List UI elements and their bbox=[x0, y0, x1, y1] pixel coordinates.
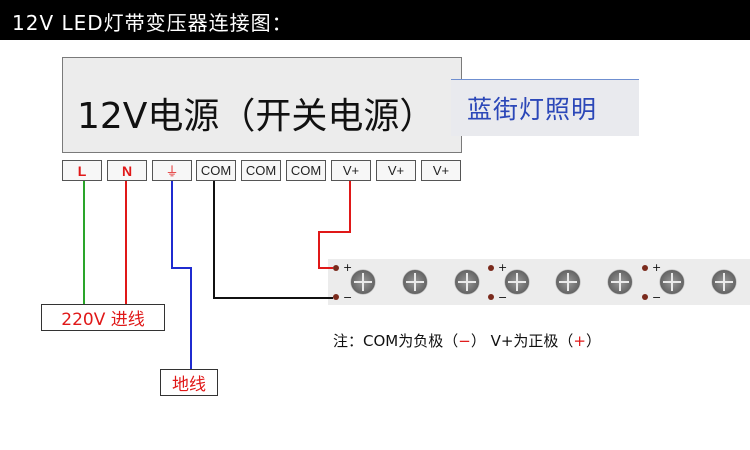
diagram-title: 12V LED灯带变压器连接图： bbox=[12, 11, 293, 35]
terminal-l: L bbox=[62, 160, 102, 181]
plus-sign: + bbox=[652, 261, 662, 274]
terminal-ground: ⏚ bbox=[152, 160, 192, 181]
ground-wire bbox=[171, 181, 192, 370]
terminal-com-3: COM bbox=[286, 160, 326, 181]
led-chip bbox=[660, 270, 684, 294]
led-chip bbox=[556, 270, 580, 294]
note-suffix: ） bbox=[586, 332, 602, 350]
solder-pad-positive bbox=[488, 265, 494, 271]
solder-pad-negative bbox=[642, 294, 648, 300]
led-chip bbox=[351, 270, 375, 294]
power-supply-label: 12V电源（开关电源） bbox=[77, 96, 436, 137]
led-chip bbox=[455, 270, 479, 294]
terminal-vplus-2: V+ bbox=[376, 160, 416, 181]
polarity-note: 注：COM为负极（−） V+为正极（+） bbox=[333, 330, 601, 351]
solder-pad-positive bbox=[333, 265, 339, 271]
led-chip bbox=[712, 270, 736, 294]
minus-sign: − bbox=[343, 291, 353, 304]
plus-sign: + bbox=[343, 261, 353, 274]
terminal-n: N bbox=[107, 160, 147, 181]
watermark: 蓝街灯照明 bbox=[451, 79, 639, 136]
solder-pad-negative bbox=[488, 294, 494, 300]
terminal-vplus-1: V+ bbox=[331, 160, 371, 181]
plus-sign: + bbox=[498, 261, 508, 274]
note-mid: ） V+为正极（ bbox=[470, 332, 574, 350]
ground-icon: ⏚ bbox=[165, 164, 179, 179]
led-chip bbox=[608, 270, 632, 294]
led-chip bbox=[403, 270, 427, 294]
note-prefix: 注：COM为负极（ bbox=[333, 332, 459, 350]
solder-pad-negative bbox=[333, 294, 339, 300]
solder-pad-positive bbox=[642, 265, 648, 271]
positive-wire bbox=[318, 181, 351, 269]
terminal-com-1: COM bbox=[196, 160, 236, 181]
header-bar: 12V LED灯带变压器连接图： bbox=[0, 0, 750, 40]
input-220v-label: 220V 进线 bbox=[41, 304, 165, 331]
note-positive-sign: + bbox=[573, 332, 586, 350]
terminal-vplus-3: V+ bbox=[421, 160, 461, 181]
led-chip bbox=[505, 270, 529, 294]
negative-wire bbox=[213, 181, 333, 299]
note-negative-sign: − bbox=[458, 332, 471, 350]
watermark-text: 蓝街灯照明 bbox=[467, 95, 598, 124]
minus-sign: − bbox=[498, 291, 508, 304]
ground-wire-label: 地线 bbox=[160, 369, 218, 396]
minus-sign: − bbox=[652, 291, 662, 304]
power-supply-box: 12V电源（开关电源） bbox=[62, 57, 462, 153]
terminal-com-2: COM bbox=[241, 160, 281, 181]
